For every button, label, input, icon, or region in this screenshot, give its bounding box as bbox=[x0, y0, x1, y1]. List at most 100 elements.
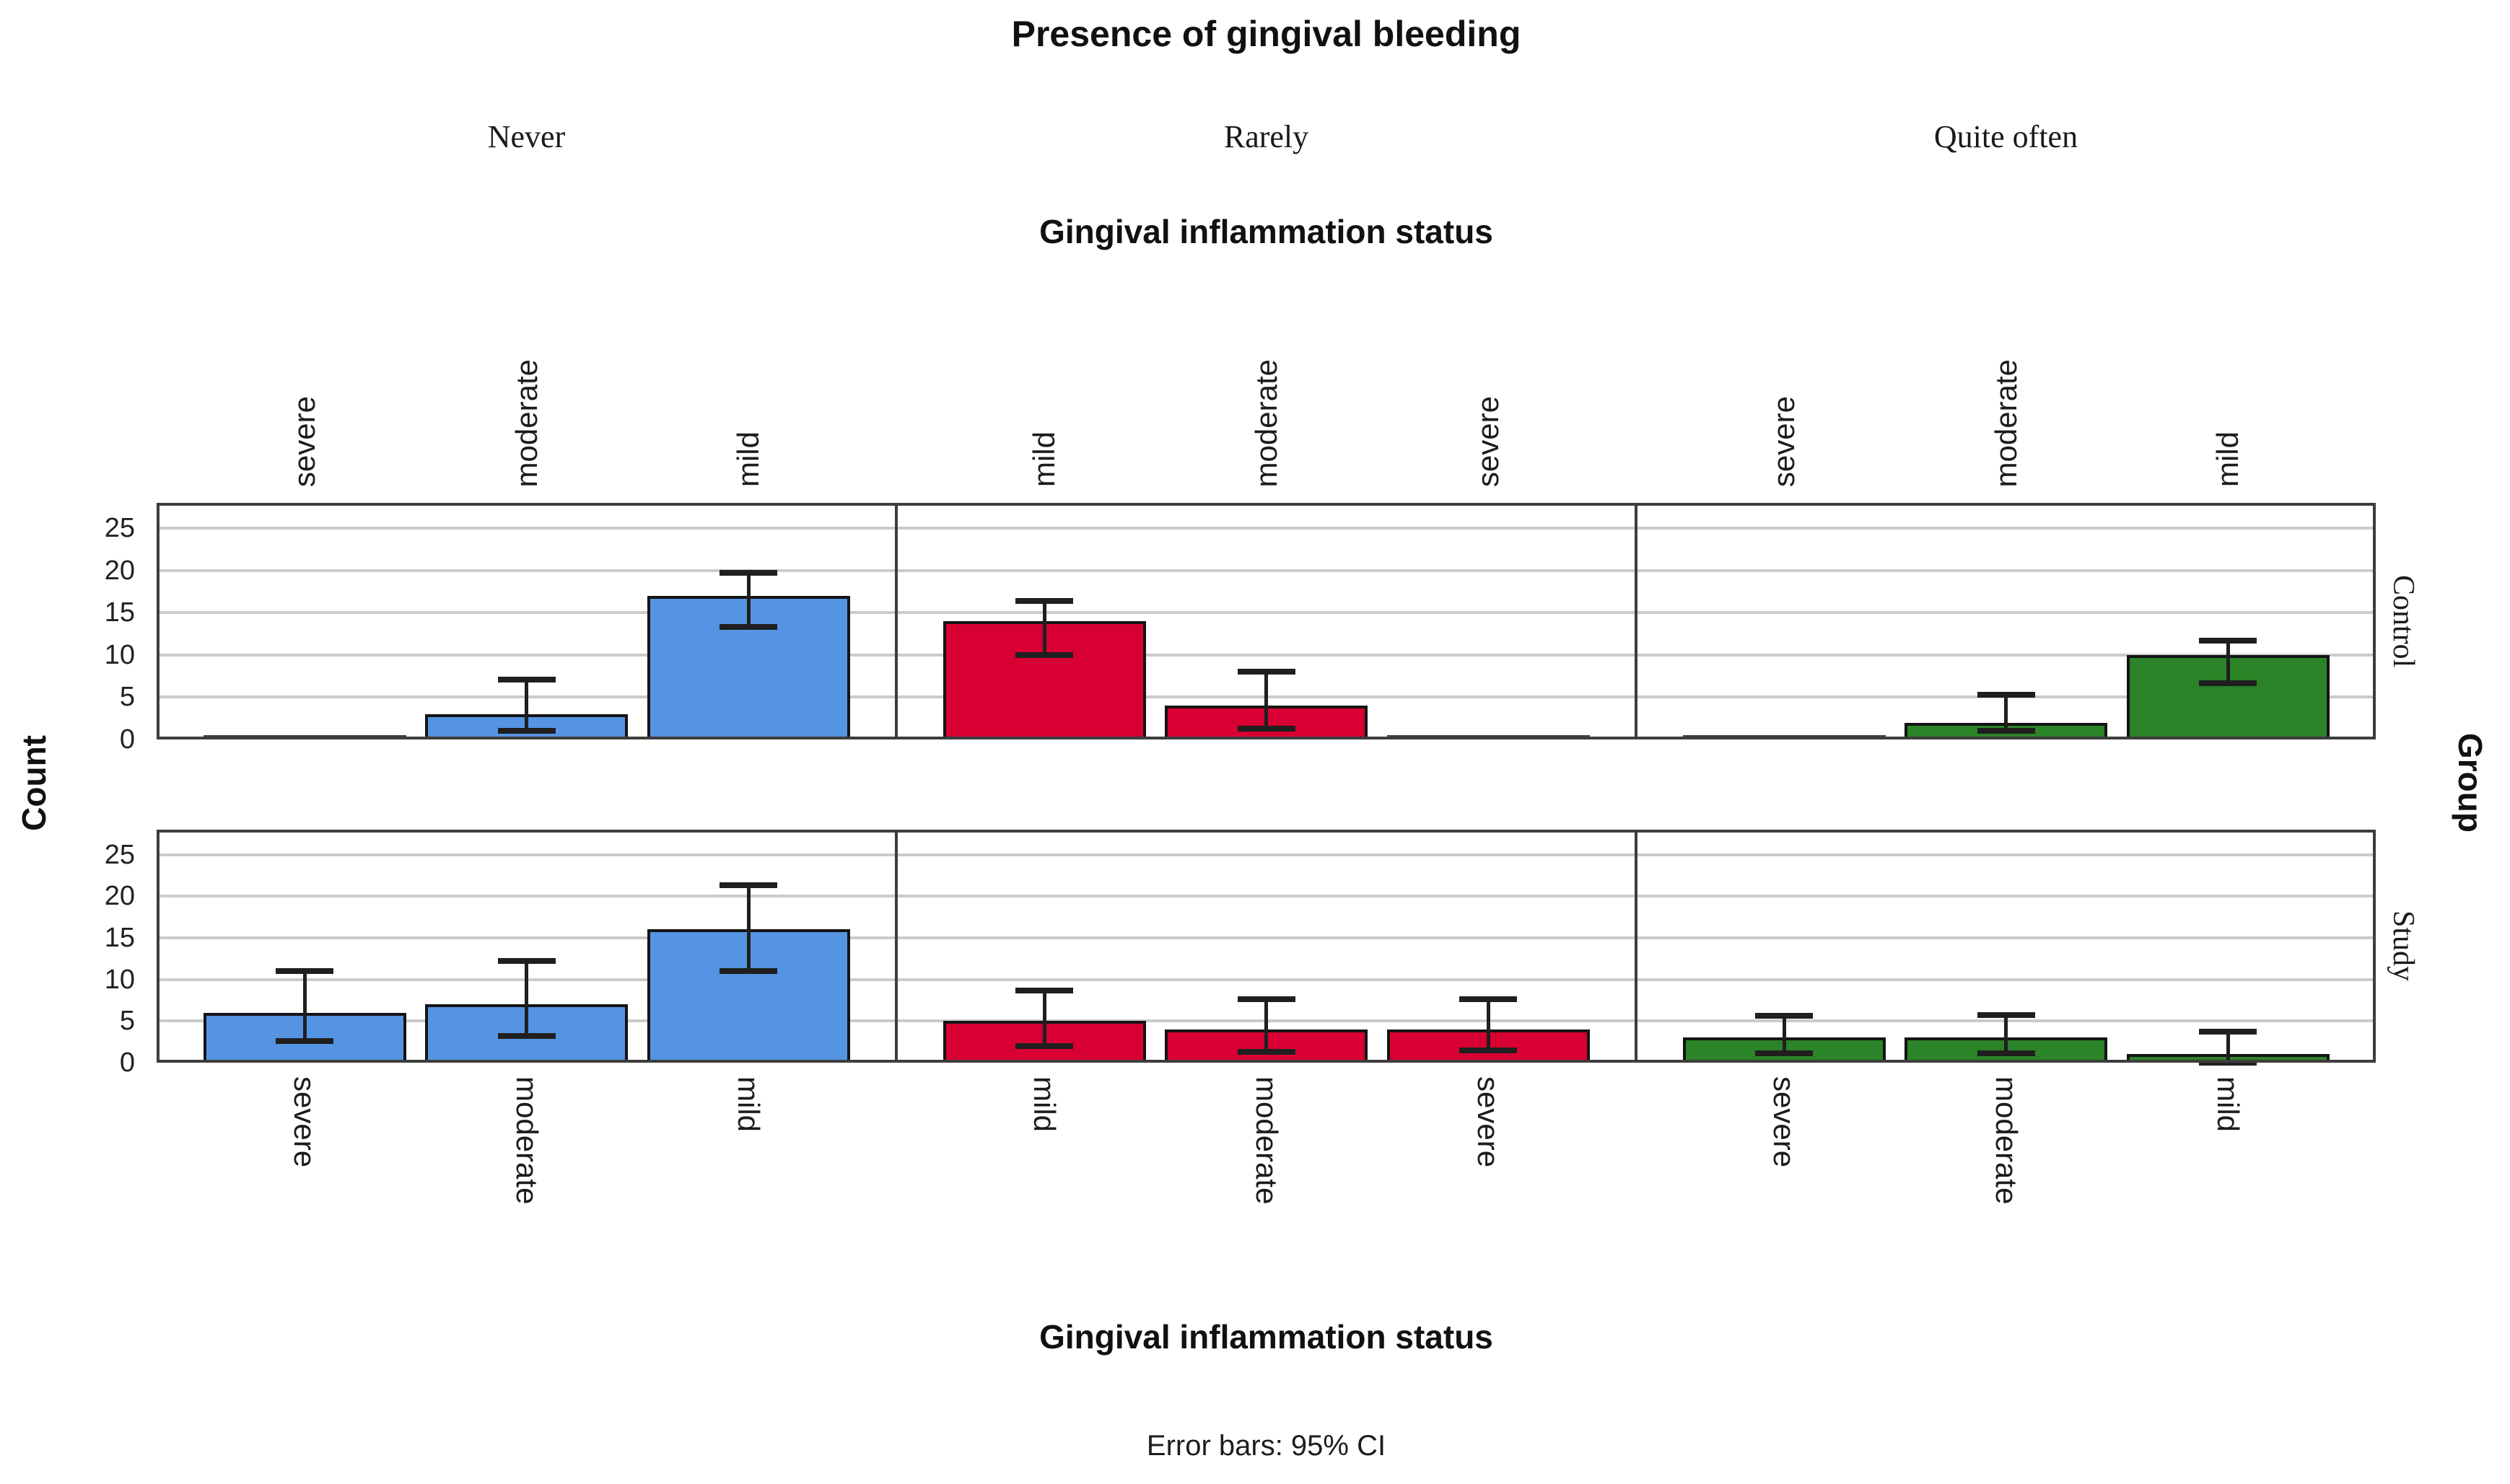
error-bar-stem bbox=[2004, 1015, 2008, 1053]
y-tick-label: 15 bbox=[104, 923, 135, 953]
category-label-bottom: mild bbox=[1023, 1076, 1066, 1314]
category-label-bottom-text: moderate bbox=[1990, 1076, 2024, 1205]
error-bar-cap-lower bbox=[1238, 726, 1295, 732]
error-bar-stem bbox=[747, 573, 751, 627]
error-bar-cap-upper bbox=[1238, 996, 1295, 1002]
panel-header-quite-often: Quite often bbox=[1933, 119, 2078, 154]
error-bar-cap-upper bbox=[720, 570, 777, 576]
y-tick-label: 0 bbox=[119, 1048, 135, 1078]
error-bar-stem bbox=[2004, 695, 2008, 731]
gridline bbox=[159, 978, 2374, 981]
error-bar-stem bbox=[1783, 1016, 1786, 1053]
category-label-bottom-text: moderate bbox=[1250, 1076, 1284, 1205]
y-tick-label: 0 bbox=[119, 724, 135, 755]
category-label-bottom-text: severe bbox=[288, 1076, 322, 1168]
error-bar-cap-upper bbox=[276, 968, 333, 974]
category-label-top-text: mild bbox=[2211, 431, 2244, 487]
error-bar-cap-lower bbox=[1755, 1050, 1813, 1056]
category-label-top-text: mild bbox=[1027, 431, 1061, 487]
panel-divider bbox=[895, 503, 898, 739]
error-bar-stem bbox=[747, 885, 751, 971]
error-bar-stem bbox=[2226, 641, 2230, 683]
category-label-bottom-text: mild bbox=[1028, 1076, 1062, 1133]
row-axis-title: Group bbox=[2452, 733, 2489, 833]
error-bar-cap-lower bbox=[720, 968, 777, 974]
error-bar-cap-upper bbox=[2199, 1029, 2257, 1035]
category-label-bottom: moderate bbox=[505, 1076, 548, 1314]
category-label-top-text: moderate bbox=[1249, 359, 1283, 487]
category-label-top: moderate bbox=[1985, 267, 2028, 487]
error-bar-cap-upper bbox=[720, 882, 777, 888]
error-bar-stem bbox=[1043, 601, 1046, 655]
category-label-bottom: severe bbox=[283, 1076, 326, 1314]
category-label-top-text: severe bbox=[1471, 395, 1505, 487]
error-bar-stem bbox=[303, 971, 307, 1041]
error-bar-cap-lower bbox=[1238, 1049, 1295, 1055]
row-label-study: Study bbox=[2387, 910, 2420, 982]
error-bars-footnote: Error bars: 95% CI bbox=[1146, 1430, 1386, 1462]
category-label-bottom-text: severe bbox=[1472, 1076, 1505, 1168]
gridline bbox=[159, 527, 2374, 530]
category-label-bottom-text: mild bbox=[2211, 1076, 2245, 1133]
error-bar-cap-lower bbox=[1015, 652, 1073, 658]
gridline bbox=[159, 569, 2374, 572]
error-bar-cap-lower bbox=[1015, 1043, 1073, 1049]
error-bar-cap-upper bbox=[1977, 1012, 2035, 1018]
error-bar-cap-upper bbox=[1238, 669, 1295, 675]
category-label-bottom: severe bbox=[1762, 1076, 1806, 1314]
category-label-top: mild bbox=[2206, 267, 2249, 487]
category-label-top: moderate bbox=[1245, 267, 1288, 487]
error-bar-cap-upper bbox=[1015, 988, 1073, 993]
error-bar-cap-lower bbox=[1977, 728, 2035, 734]
y-tick-label: 5 bbox=[119, 1006, 135, 1036]
category-label-bottom: moderate bbox=[1985, 1076, 2028, 1314]
row-label-control: Control bbox=[2387, 574, 2420, 668]
category-label-bottom: moderate bbox=[1245, 1076, 1288, 1314]
error-bar-cap-lower bbox=[2199, 1060, 2257, 1066]
category-label-bottom: severe bbox=[1466, 1076, 1510, 1314]
y-tick-label: 25 bbox=[104, 840, 135, 870]
bar-zero bbox=[1683, 735, 1886, 739]
error-bar-cap-lower bbox=[2199, 680, 2257, 686]
gridline bbox=[159, 895, 2374, 897]
category-label-top: severe bbox=[283, 267, 326, 487]
y-tick-label: 5 bbox=[119, 682, 135, 712]
category-label-top-text: severe bbox=[287, 395, 321, 487]
panel-divider bbox=[1635, 503, 1637, 739]
error-bar-cap-upper bbox=[1015, 598, 1073, 604]
category-label-top: severe bbox=[1762, 267, 1806, 487]
category-label-top-text: mild bbox=[731, 431, 765, 487]
category-label-top: moderate bbox=[505, 267, 548, 487]
category-label-top: severe bbox=[1466, 267, 1510, 487]
error-bar-stem bbox=[2226, 1032, 2230, 1063]
error-bar-cap-lower bbox=[498, 728, 556, 734]
category-label-top-text: severe bbox=[1767, 395, 1801, 487]
panel-header-rarely: Rarely bbox=[1223, 119, 1309, 154]
bar-zero bbox=[204, 735, 406, 739]
error-bar-stem bbox=[1264, 999, 1268, 1052]
y-axis-title-text: Count bbox=[15, 734, 53, 831]
y-tick-label: 10 bbox=[104, 965, 135, 995]
category-label-bottom-text: severe bbox=[1767, 1076, 1801, 1168]
panel-divider bbox=[895, 830, 898, 1063]
error-bar-cap-upper bbox=[498, 677, 556, 682]
y-tick-label: 25 bbox=[104, 513, 135, 543]
y-tick-label: 10 bbox=[104, 640, 135, 670]
category-label-top-text: moderate bbox=[1989, 359, 2023, 487]
error-bar-cap-upper bbox=[2199, 638, 2257, 644]
error-bar-cap-upper bbox=[1459, 996, 1517, 1002]
y-tick-label: 15 bbox=[104, 597, 135, 628]
error-bar-cap-lower bbox=[276, 1038, 333, 1044]
error-bar-cap-upper bbox=[1977, 692, 2035, 698]
category-label-bottom-text: mild bbox=[732, 1076, 766, 1133]
bar-zero bbox=[1387, 735, 1590, 739]
y-tick-label: 20 bbox=[104, 556, 135, 586]
x-axis-title: Gingival inflammation status bbox=[1039, 1318, 1493, 1356]
y-tick-label: 20 bbox=[104, 881, 135, 911]
error-bar-cap-upper bbox=[1755, 1013, 1813, 1019]
error-bar-stem bbox=[525, 961, 528, 1036]
error-bar-cap-lower bbox=[720, 624, 777, 630]
error-bar-cap-lower bbox=[1977, 1050, 2035, 1056]
category-label-top: mild bbox=[1023, 267, 1066, 487]
